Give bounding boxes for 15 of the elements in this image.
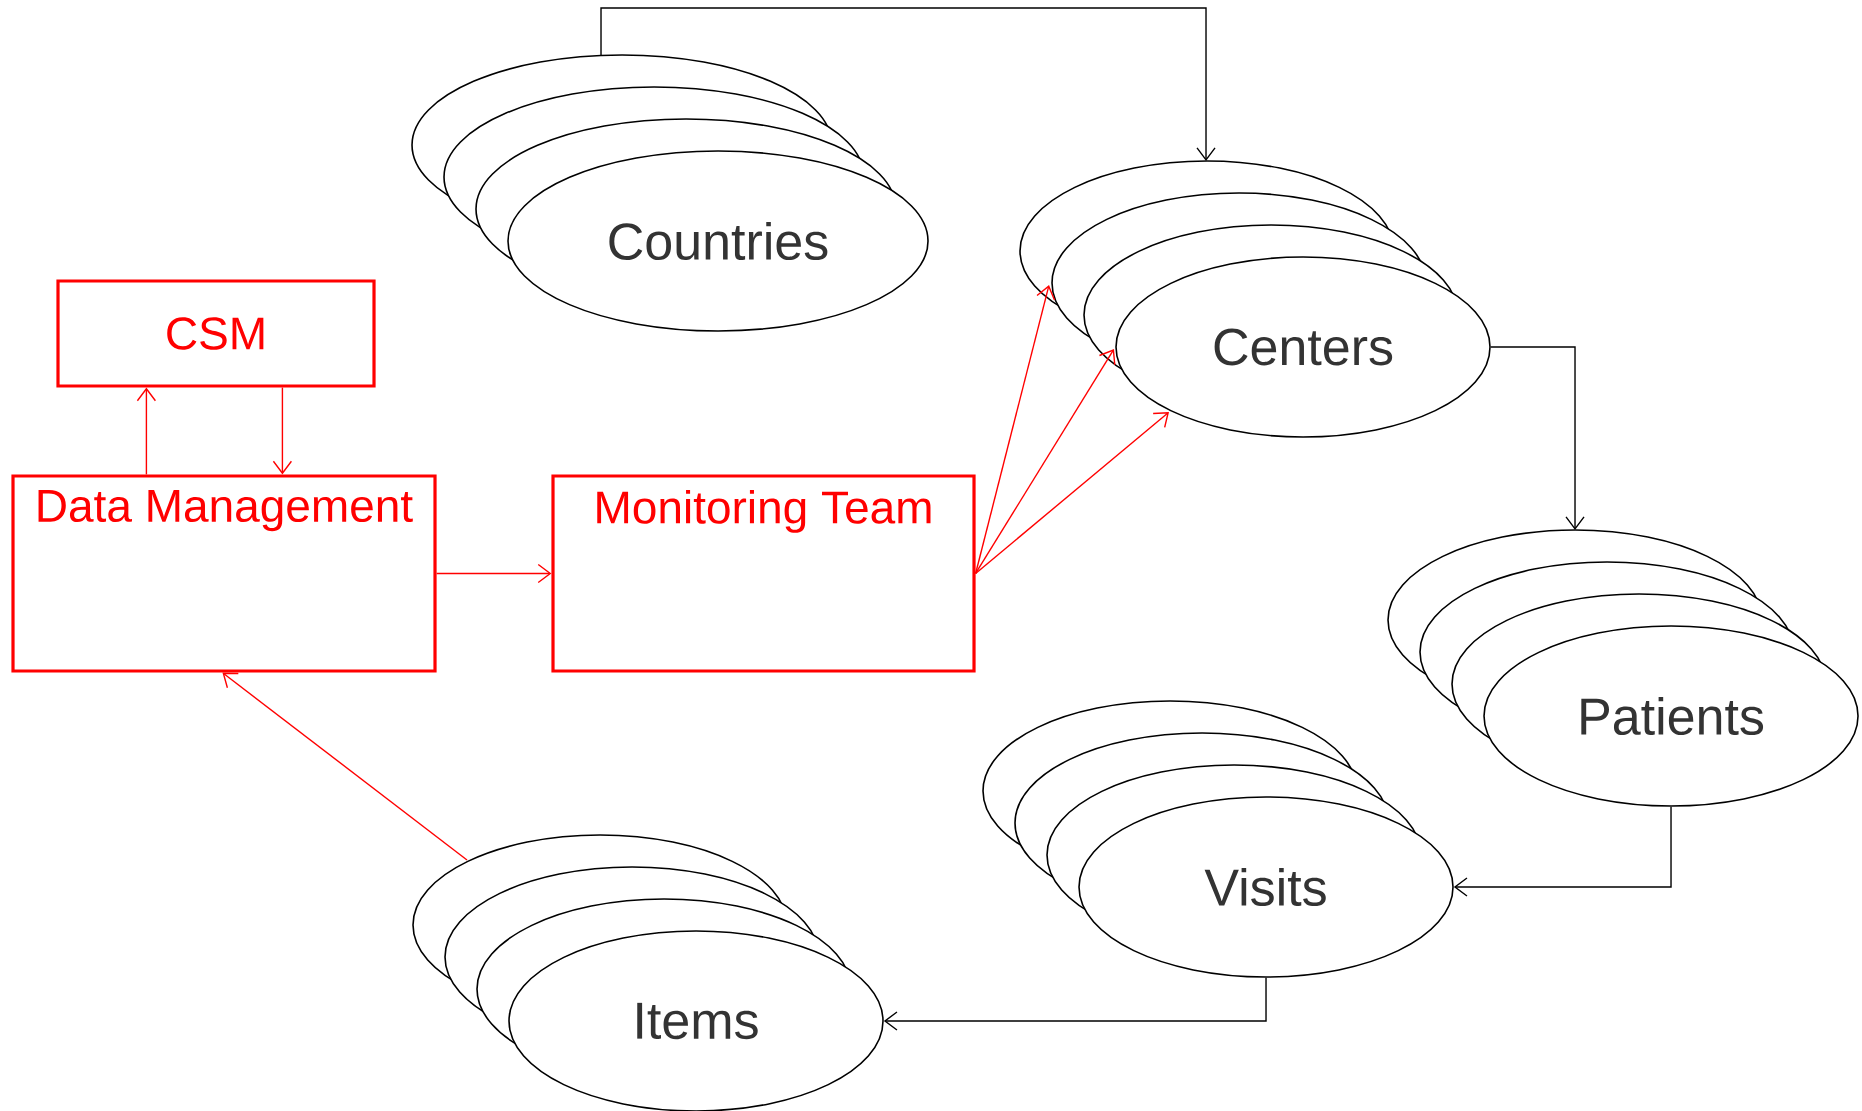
arrow — [1490, 346, 1585, 530]
arrow — [136, 387, 157, 476]
arrow — [1453, 806, 1672, 897]
node-label: Patients — [1581, 696, 1764, 736]
arrow — [974, 412, 1169, 575]
arrow — [600, 7, 1216, 161]
arrow — [974, 349, 1116, 575]
arrow — [222, 672, 468, 861]
process-box: Monitoring Team — [551, 474, 976, 673]
process-box: Data Management — [11, 474, 437, 673]
arrow — [272, 386, 293, 475]
arrow — [435, 563, 552, 584]
arrow — [974, 285, 1056, 575]
process-box: CSM — [56, 279, 376, 388]
arrow — [883, 977, 1267, 1031]
